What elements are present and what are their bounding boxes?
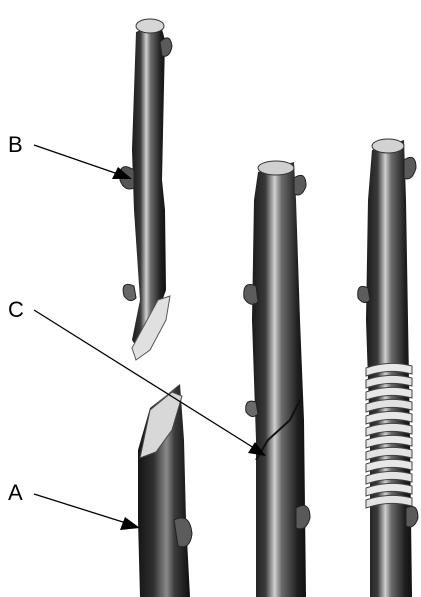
- pointer-b-line: [34, 145, 118, 174]
- pointer-a-head: [120, 517, 140, 530]
- stock: [138, 384, 192, 597]
- graft-top-cut: [258, 161, 294, 175]
- scion-top-bud: [160, 38, 172, 56]
- joined-graft: [244, 161, 310, 597]
- wrapped-lower-bud: [406, 506, 418, 527]
- wrapped-top-bud: [404, 157, 416, 179]
- wrapped-top-cut: [372, 139, 404, 153]
- label-b-group: B: [8, 132, 132, 179]
- scion: [120, 19, 172, 360]
- graft-stem: [252, 162, 306, 597]
- graft-top-bud: [294, 175, 306, 195]
- wrapped-side-bud: [358, 286, 370, 302]
- label-c: C: [8, 297, 24, 322]
- graft-lower-bud: [296, 506, 310, 529]
- scion-top-cut: [136, 19, 164, 33]
- graft-mid-bud: [246, 401, 258, 416]
- label-a: A: [8, 480, 23, 505]
- label-a-group: A: [8, 480, 140, 530]
- pointer-a-line: [34, 494, 126, 523]
- label-b: B: [8, 132, 23, 157]
- scion-lower-bud: [123, 284, 136, 300]
- wrapped-graft: [358, 139, 418, 597]
- graft-side-bud: [244, 285, 258, 305]
